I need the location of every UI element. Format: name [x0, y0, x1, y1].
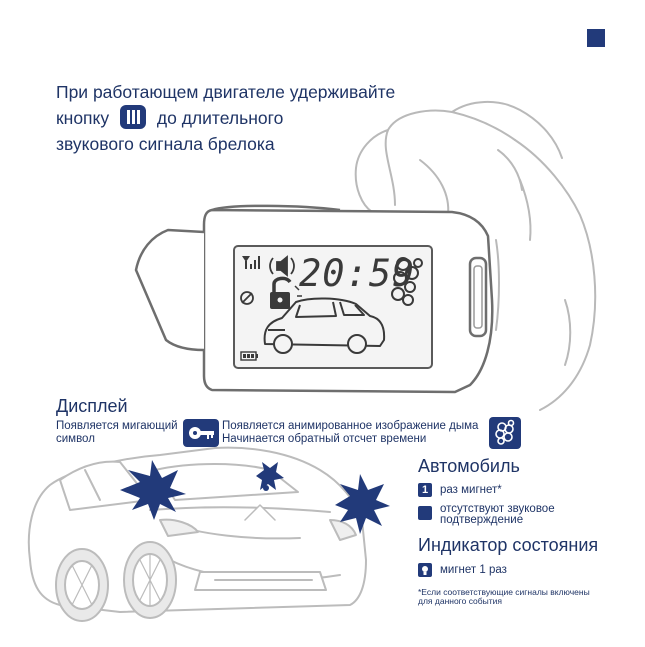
blink-symbol-text: Появляется мигающий символ	[56, 420, 196, 446]
battery-icon	[240, 351, 258, 361]
corner-square	[587, 29, 605, 47]
footnote-line2: для данного события	[418, 596, 502, 606]
blink-count-text: раз мигнет*	[440, 484, 502, 496]
instruction-line-1: При работающем двигателе удерживайте	[56, 82, 396, 102]
signal-icon	[242, 256, 260, 269]
blink-flash-top	[256, 462, 284, 490]
sound-text-line2: подтверждение	[440, 514, 524, 526]
sound-text: отсутствуют звуковое подтверждение	[440, 503, 555, 526]
blink-symbol-text-line2: символ	[56, 433, 95, 445]
speaker-icon	[269, 255, 295, 277]
smoke-text-line2: Начинается обратный отсчет времени	[222, 433, 427, 445]
lcd-contents	[240, 255, 423, 361]
sound-text-line1: отсутствуют звуковое	[440, 503, 555, 515]
remote-button-icon	[120, 105, 147, 130]
blink-count-badge: 1	[418, 483, 432, 497]
footnote: *Если соответствующие сигналы включены д…	[418, 588, 618, 606]
smoke-text: Появляется анимированное изображение дым…	[222, 420, 492, 446]
no-start-icon	[240, 291, 254, 305]
unlock-icon	[270, 276, 302, 309]
lcd-car-icon	[263, 297, 386, 354]
car-illustration	[27, 446, 367, 622]
lcd-time: 20:59	[299, 252, 416, 295]
display-section-title: Дисплей	[56, 396, 128, 416]
instruction-text: При работающем двигателе удерживайте кно…	[56, 79, 416, 157]
instruction-line-2: кнопку до длительного	[56, 105, 416, 131]
hand-illustration	[354, 100, 597, 411]
car-section-title: Автомобиль	[418, 456, 520, 476]
blink-flash-left	[120, 460, 186, 520]
led-icon	[418, 563, 432, 577]
status-section-title: Индикатор состояния	[418, 535, 599, 555]
instruction-line-3: звукового сигнала брелока	[56, 134, 275, 154]
blink-flash-right	[335, 474, 390, 534]
smoke-icon	[391, 257, 423, 306]
sound-badge	[418, 506, 432, 520]
footnote-line1: *Если соответствующие сигналы включены	[418, 587, 590, 597]
key-blink-icon	[183, 419, 219, 447]
smoke-badge-icon	[489, 417, 521, 449]
led-text: мигнет 1 раз	[440, 564, 507, 576]
smoke-text-line1: Появляется анимированное изображение дым…	[222, 420, 479, 432]
blink-symbol-text-line1: Появляется мигающий	[56, 420, 178, 432]
instruction-line-2-end: до длительного	[156, 108, 284, 128]
instruction-line-2-start: кнопку	[56, 108, 110, 128]
